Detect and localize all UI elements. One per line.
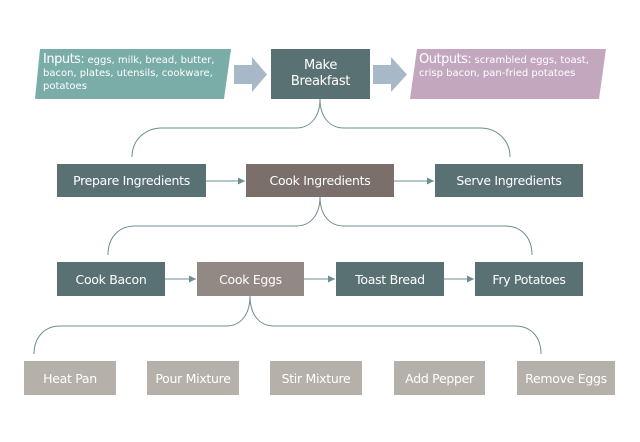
node-label: Pour Mixture [155,370,231,386]
inputs-label: Inputs: [43,52,85,67]
bracket-cook-eggs-to-level3 [33,295,542,355]
block-arrow-input-to-root [234,57,267,92]
node-label: Cook Eggs [219,271,282,287]
node-add-pepper[interactable]: Add Pepper [394,361,485,395]
node-fry-potatoes[interactable]: Fry Potatoes [475,262,583,296]
node-pour-mixture[interactable]: Pour Mixture [147,361,239,395]
node-label: Heat Pan [43,370,97,386]
node-make-breakfast[interactable]: Make Breakfast [271,49,370,99]
outputs-box[interactable]: Outputs: scrambled eggs, toast, crisp ba… [410,49,606,99]
node-cook-bacon[interactable]: Cook Bacon [57,262,165,296]
node-label: Add Pepper [405,370,474,386]
inputs-text: eggs, milk, bread, butter, bacon, plates… [43,55,215,92]
node-label: Cook Bacon [75,271,147,287]
outputs-label: Outputs: [419,52,472,67]
node-serve-ingredients[interactable]: Serve Ingredients [435,164,583,197]
node-label: Stir Mixture [281,370,351,386]
node-cook-eggs[interactable]: Cook Eggs [197,262,304,296]
outputs-text: scrambled eggs, toast, crisp bacon, pan-… [419,55,589,79]
node-toast-bread[interactable]: Toast Bread [336,262,444,296]
node-remove-eggs[interactable]: Remove Eggs [517,361,615,395]
node-label: Cook Ingredients [269,173,371,188]
node-heat-pan[interactable]: Heat Pan [24,361,116,395]
node-label: Toast Bread [355,271,425,287]
node-label: Prepare Ingredients [73,173,190,188]
node-stir-mixture[interactable]: Stir Mixture [270,361,362,395]
bracket-cook-ingredients-to-level2 [107,196,533,256]
root-line2: Breakfast [290,74,351,89]
node-label: Remove Eggs [525,370,607,386]
node-label: Serve Ingredients [456,173,562,188]
node-label: Fry Potatoes [492,271,566,287]
bracket-root-to-level1 [131,98,511,158]
root-line1: Make [303,58,338,73]
node-prepare-ingredients[interactable]: Prepare Ingredients [57,164,206,197]
inputs-box[interactable]: Inputs: eggs, milk, bread, butter, bacon… [35,49,231,99]
block-arrow-root-to-output [373,57,407,92]
node-cook-ingredients[interactable]: Cook Ingredients [246,164,394,197]
